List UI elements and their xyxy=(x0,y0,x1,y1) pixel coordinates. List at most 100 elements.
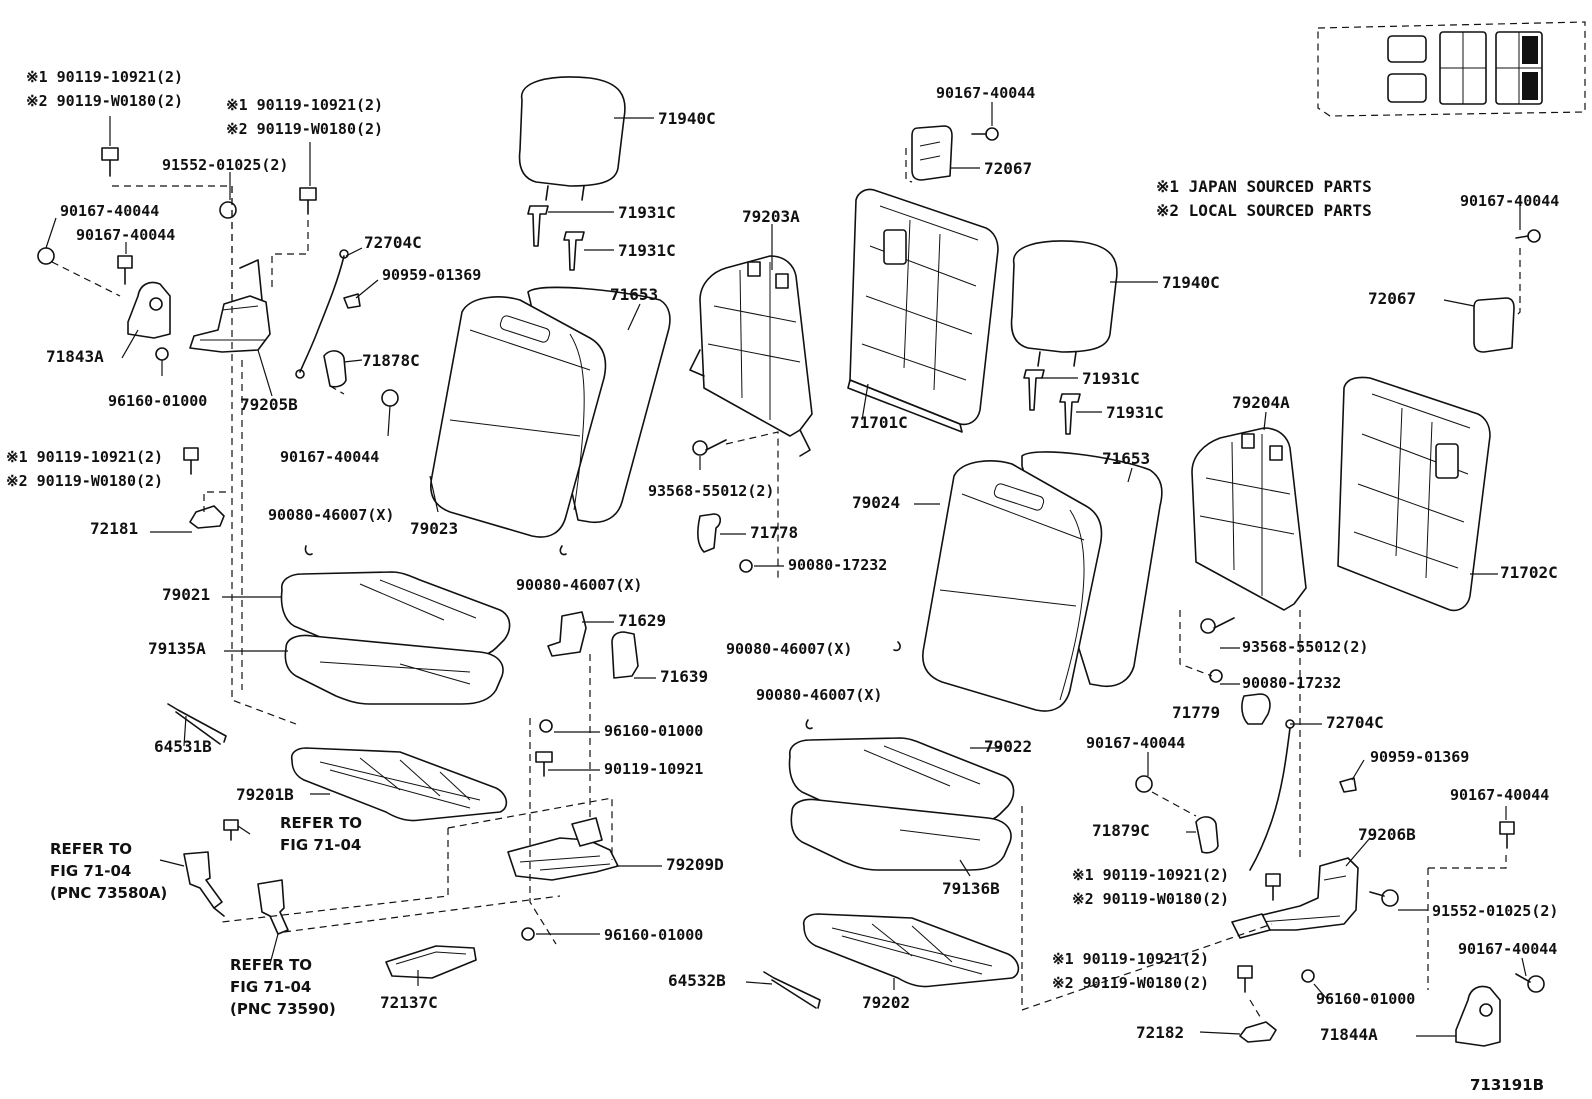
label-71639[interactable]: 71639 xyxy=(660,667,708,686)
label-71778[interactable]: 71778 xyxy=(750,523,798,542)
label-72067-a[interactable]: 72067 xyxy=(984,159,1032,178)
part-labels: ※1 JAPAN SOURCED PARTS ※2 LOCAL SOURCED … xyxy=(6,68,1559,1094)
label-71931C-d[interactable]: 71931C xyxy=(1106,403,1164,422)
label-72137C[interactable]: 72137C xyxy=(380,993,438,1012)
label-90167-d[interactable]: 90167-40044 xyxy=(936,84,1035,102)
label-71701C[interactable]: 71701C xyxy=(850,413,908,432)
label-79204A[interactable]: 79204A xyxy=(1232,393,1290,412)
label-71878C[interactable]: 71878C xyxy=(362,351,420,370)
label-71931C-c[interactable]: 71931C xyxy=(1082,369,1140,388)
label-71940C-a[interactable]: 71940C xyxy=(658,109,716,128)
label-90119-1a[interactable]: ※1 90119-10921(2) xyxy=(26,68,183,86)
label-90167-g[interactable]: 90167-40044 xyxy=(1450,786,1549,804)
label-79024[interactable]: 79024 xyxy=(852,493,900,512)
ref1-line2: FIG 71-04 xyxy=(50,862,131,880)
label-71653-b[interactable]: 71653 xyxy=(1102,449,1150,468)
left-seat-assembly xyxy=(37,76,999,979)
ref1-line3: (PNC 73580A) xyxy=(50,884,167,902)
ref1-line1: REFER TO xyxy=(50,840,132,858)
label-90119-1b[interactable]: ※2 90119-W0180(2) xyxy=(26,92,183,110)
label-90080-a[interactable]: 90080-46007(X) xyxy=(268,506,394,524)
label-90119-4[interactable]: 90119-10921 xyxy=(604,760,703,778)
label-90080-17232-b[interactable]: 90080-17232 xyxy=(1242,674,1341,692)
label-90080-d[interactable]: 90080-46007(X) xyxy=(756,686,882,704)
label-90167-e[interactable]: 90167-40044 xyxy=(1460,192,1559,210)
label-72704C-a[interactable]: 72704C xyxy=(364,233,422,252)
label-79209D[interactable]: 79209D xyxy=(666,855,724,874)
label-90119-6b[interactable]: ※2 90119-W0180(2) xyxy=(1052,974,1209,992)
label-64532B[interactable]: 64532B xyxy=(668,971,726,990)
label-79205B[interactable]: 79205B xyxy=(240,395,298,414)
label-90167-a[interactable]: 90167-40044 xyxy=(60,202,159,220)
label-90959-a[interactable]: 90959-01369 xyxy=(382,266,481,284)
assembly-lines xyxy=(51,148,1521,1021)
label-90167-b[interactable]: 90167-40044 xyxy=(76,226,175,244)
fasteners-right xyxy=(1135,229,1545,993)
ref2-line2: FIG 71-04 xyxy=(280,836,361,854)
label-71629[interactable]: 71629 xyxy=(618,611,666,630)
figure-number: 713191B xyxy=(1470,1076,1544,1094)
label-72182[interactable]: 72182 xyxy=(1136,1023,1184,1042)
label-90119-3a[interactable]: ※1 90119-10921(2) xyxy=(6,448,163,466)
label-79136B[interactable]: 79136B xyxy=(942,879,1000,898)
label-90119-2a[interactable]: ※1 90119-10921(2) xyxy=(226,96,383,114)
label-90167-f[interactable]: 90167-40044 xyxy=(1086,734,1185,752)
label-71940C-b[interactable]: 71940C xyxy=(1162,273,1220,292)
label-71702C[interactable]: 71702C xyxy=(1500,563,1558,582)
ref3-line3: (PNC 73590) xyxy=(230,1000,336,1018)
label-79022[interactable]: 79022 xyxy=(984,737,1032,756)
ref3-line2: FIG 71-04 xyxy=(230,978,311,996)
label-90167-c[interactable]: 90167-40044 xyxy=(280,448,379,466)
label-79203A[interactable]: 79203A xyxy=(742,207,800,226)
label-71844A[interactable]: 71844A xyxy=(1320,1025,1378,1044)
label-71843A[interactable]: 71843A xyxy=(46,347,104,366)
label-90080-c[interactable]: 90080-46007(X) xyxy=(726,640,852,658)
label-90080-b[interactable]: 90080-46007(X) xyxy=(516,576,642,594)
back-board-71701C xyxy=(847,188,999,433)
ref3-line1: REFER TO xyxy=(230,956,312,974)
label-96160-a[interactable]: 96160-01000 xyxy=(108,392,207,410)
label-91552-b[interactable]: 91552-01025(2) xyxy=(1432,902,1558,920)
label-72704C-b[interactable]: 72704C xyxy=(1326,713,1384,732)
leader-lines xyxy=(45,102,1527,1037)
label-90080-17232-a[interactable]: 90080-17232 xyxy=(788,556,887,574)
note-japan-sourced: ※1 JAPAN SOURCED PARTS xyxy=(1156,177,1372,196)
fasteners-left xyxy=(37,127,999,941)
label-93568-b[interactable]: 93568-55012(2) xyxy=(1242,638,1368,656)
label-71931C-a[interactable]: 71931C xyxy=(618,203,676,222)
locator-inset xyxy=(1317,21,1586,117)
label-71931C-b[interactable]: 71931C xyxy=(618,241,676,260)
label-79021[interactable]: 79021 xyxy=(162,585,210,604)
label-79202[interactable]: 79202 xyxy=(862,993,910,1012)
label-90119-3b[interactable]: ※2 90119-W0180(2) xyxy=(6,472,163,490)
seat-back-79023 xyxy=(430,296,607,538)
label-72181[interactable]: 72181 xyxy=(90,519,138,538)
label-90119-5a[interactable]: ※1 90119-10921(2) xyxy=(1072,866,1229,884)
label-79206B[interactable]: 79206B xyxy=(1358,825,1416,844)
label-93568-a[interactable]: 93568-55012(2) xyxy=(648,482,774,500)
label-71879C[interactable]: 71879C xyxy=(1092,821,1150,840)
seat-back-79024 xyxy=(922,460,1103,712)
label-71653-a[interactable]: 71653 xyxy=(610,285,658,304)
label-96160-b[interactable]: 96160-01000 xyxy=(604,722,703,740)
note-local-sourced: ※2 LOCAL SOURCED PARTS xyxy=(1156,201,1372,220)
right-seat-assembly xyxy=(763,229,1545,1047)
label-91552-a[interactable]: 91552-01025(2) xyxy=(162,156,288,174)
headrest-left xyxy=(518,76,626,201)
label-79023[interactable]: 79023 xyxy=(410,519,458,538)
label-90119-6a[interactable]: ※1 90119-10921(2) xyxy=(1052,950,1209,968)
ref2-line1: REFER TO xyxy=(280,814,362,832)
label-71779[interactable]: 71779 xyxy=(1172,703,1220,722)
label-79201B[interactable]: 79201B xyxy=(236,785,294,804)
label-96160-d[interactable]: 96160-01000 xyxy=(1316,990,1415,1008)
label-90959-b[interactable]: 90959-01369 xyxy=(1370,748,1469,766)
label-90119-2b[interactable]: ※2 90119-W0180(2) xyxy=(226,120,383,138)
label-72067-b[interactable]: 72067 xyxy=(1368,289,1416,308)
label-64531B[interactable]: 64531B xyxy=(154,737,212,756)
label-90167-h[interactable]: 90167-40044 xyxy=(1458,940,1557,958)
label-96160-c[interactable]: 96160-01000 xyxy=(604,926,703,944)
back-frame-79203A xyxy=(689,255,813,457)
label-90119-5b[interactable]: ※2 90119-W0180(2) xyxy=(1072,890,1229,908)
label-79135A[interactable]: 79135A xyxy=(148,639,206,658)
